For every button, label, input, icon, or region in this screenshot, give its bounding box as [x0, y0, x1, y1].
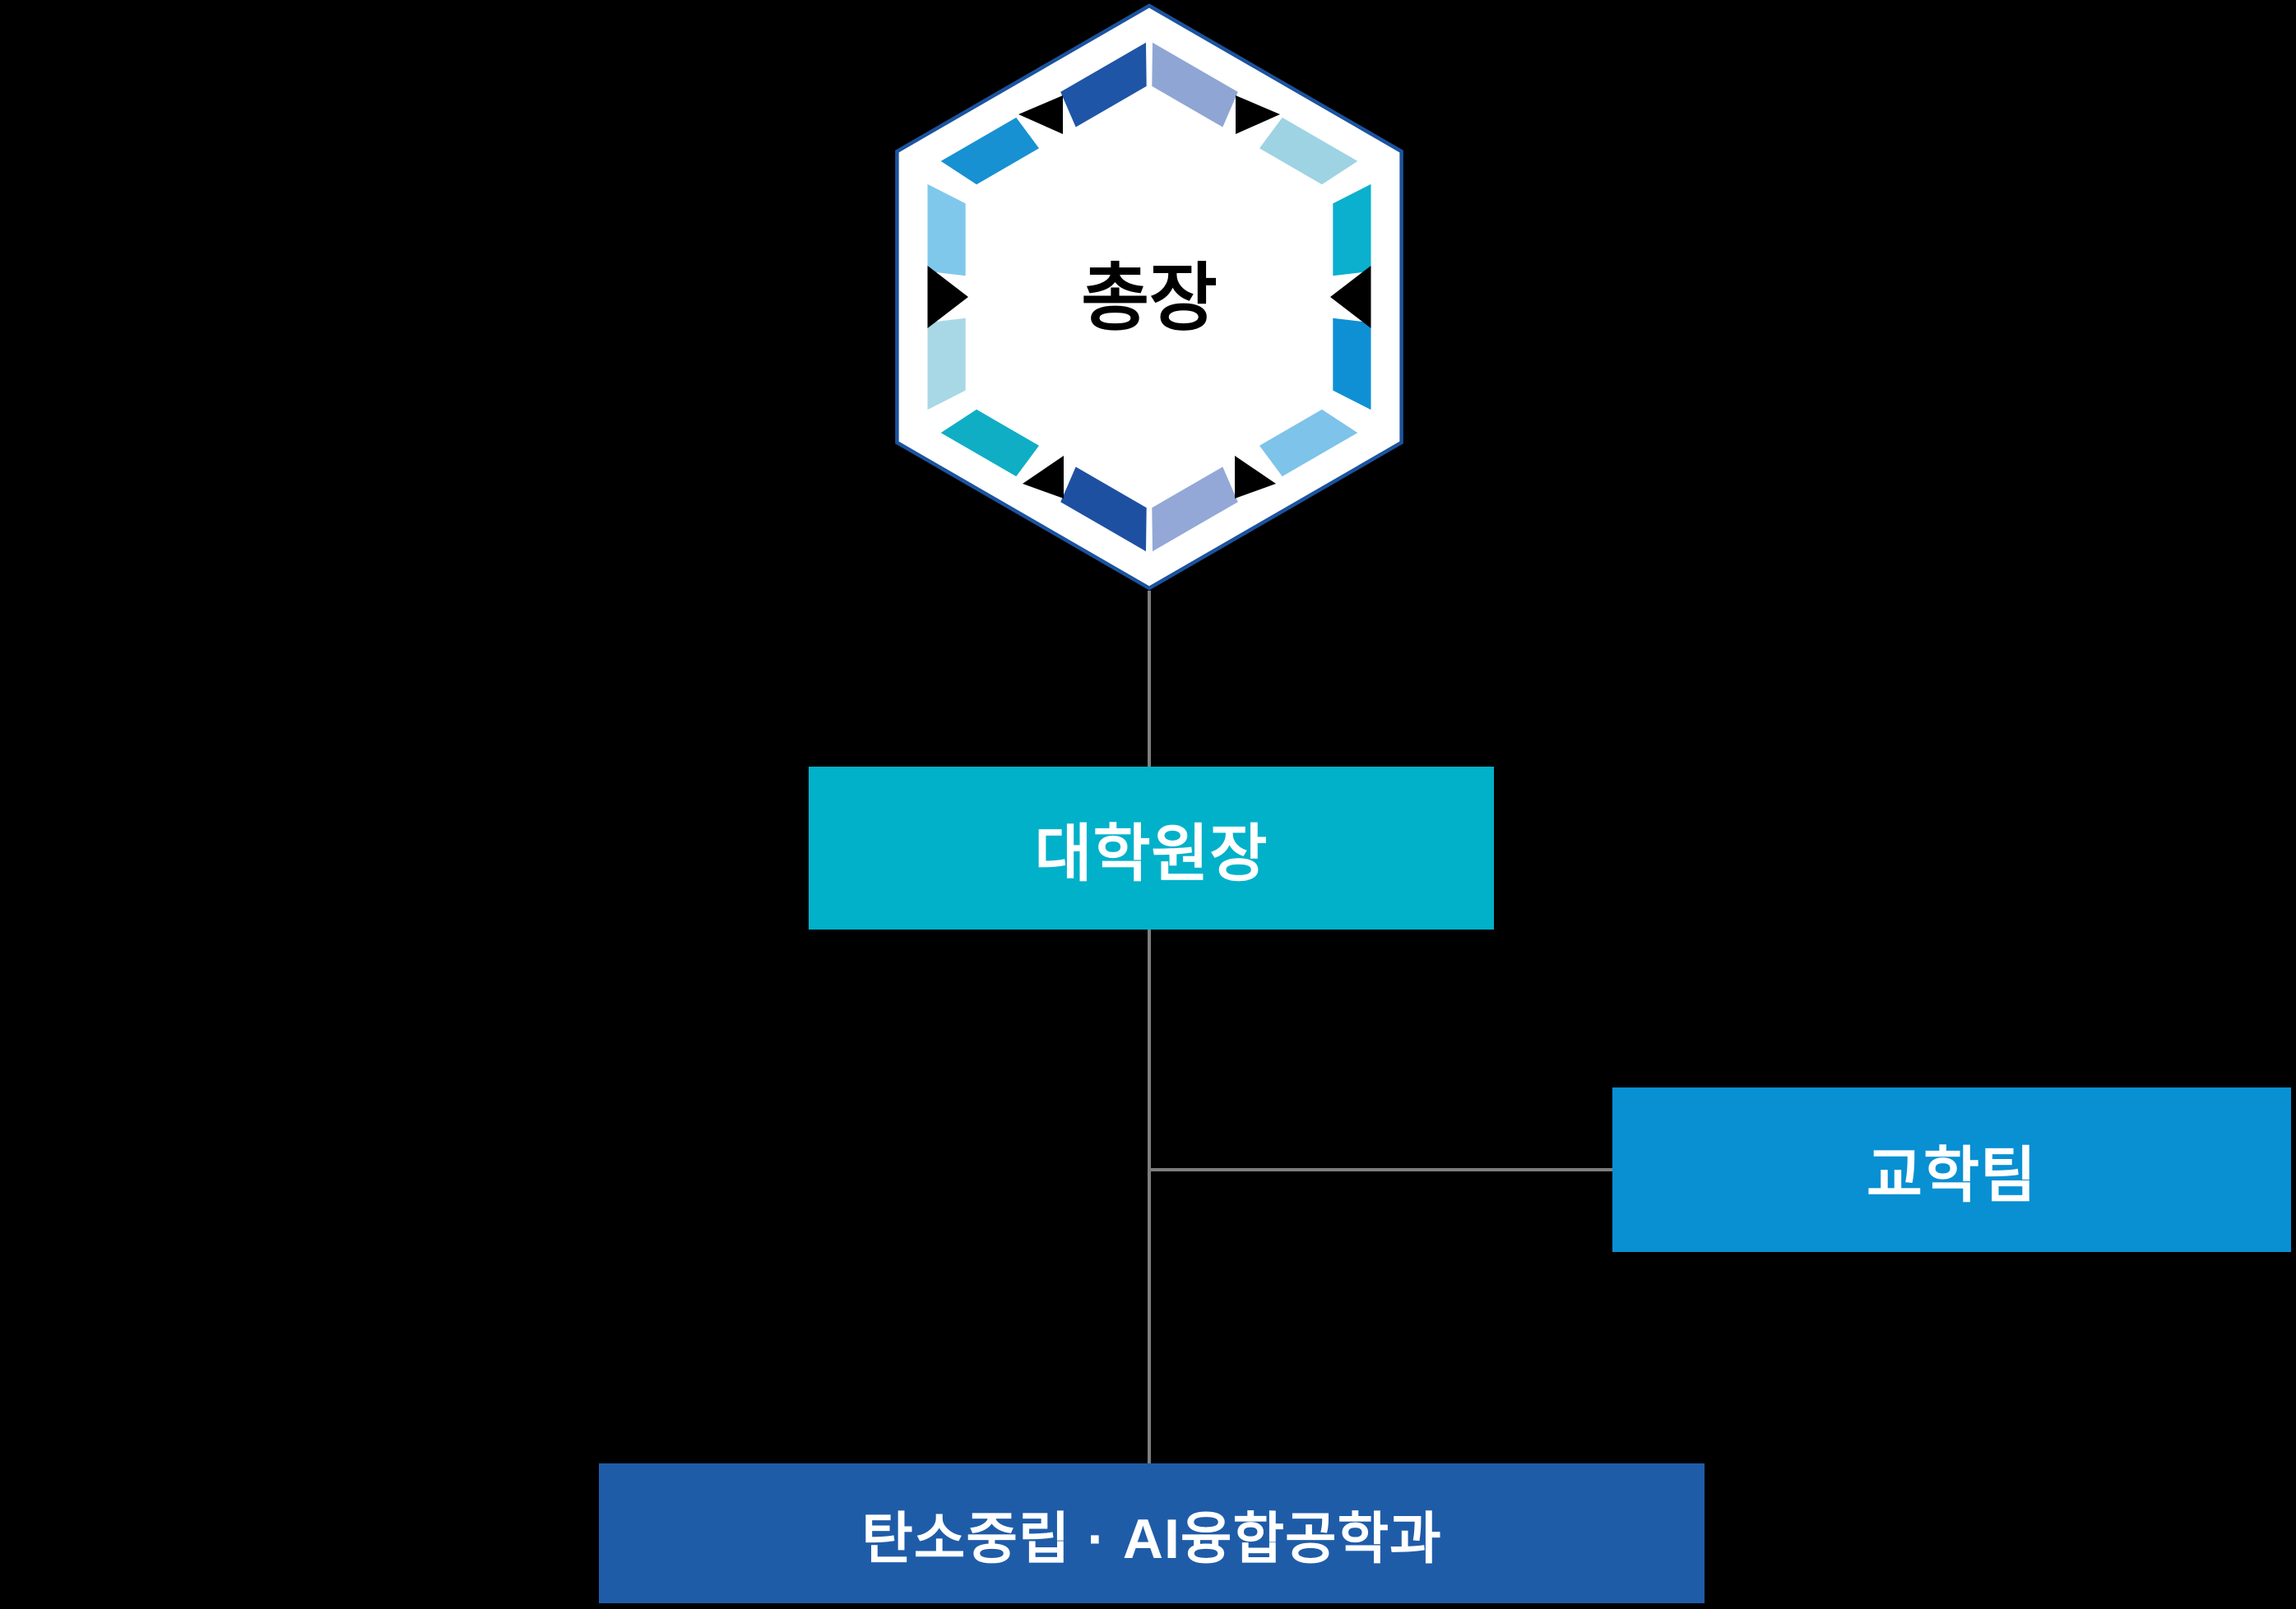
logo-segment-upper-right-upper — [1152, 42, 1238, 128]
logo-segment-left-lower — [927, 318, 966, 410]
logo-notch-left-icon — [927, 266, 968, 328]
academic-team-label: 교학팀 — [1866, 1140, 2038, 1209]
logo-segment-upper-right-lower — [1259, 117, 1358, 185]
department-label: 탄소중립 · AI융합공학과 — [861, 1507, 1442, 1570]
logo-segment-upper-left-lower — [940, 117, 1039, 185]
logo-segment-right-upper — [1333, 183, 1371, 276]
university-hexagon-logo-icon: 총장 — [895, 3, 1403, 591]
academic-team-node: 교학팀 — [1612, 1087, 2291, 1252]
logo-notch-upper-right-icon — [1236, 95, 1280, 134]
connector-dean-to-department — [1148, 930, 1151, 1463]
logo-segment-lower-right-upper — [1259, 409, 1358, 477]
connector-president-to-dean — [1148, 591, 1151, 767]
logo-notch-right-icon — [1330, 266, 1371, 328]
logo-segment-lower-left-left — [940, 409, 1039, 477]
president-label: 총장 — [1081, 257, 1218, 340]
logo-notch-lower-left-icon — [1023, 456, 1064, 498]
dean-node: 대학원장 — [809, 767, 1494, 930]
logo-notch-lower-right-icon — [1235, 456, 1276, 498]
logo-segment-lower-left-right — [1060, 466, 1147, 552]
logo-segment-lower-right-lower — [1152, 466, 1238, 552]
connector-dean-to-academic-team — [1148, 1168, 1612, 1171]
logo-segment-left-upper — [927, 183, 966, 276]
dean-label: 대학원장 — [1034, 819, 1269, 889]
president-node: 총장 — [895, 3, 1403, 591]
department-node: 탄소중립 · AI융합공학과 — [599, 1463, 1705, 1603]
logo-notch-upper-left-icon — [1018, 95, 1063, 134]
logo-segment-upper-left-upper — [1060, 42, 1147, 128]
logo-segment-right-lower — [1333, 318, 1371, 410]
